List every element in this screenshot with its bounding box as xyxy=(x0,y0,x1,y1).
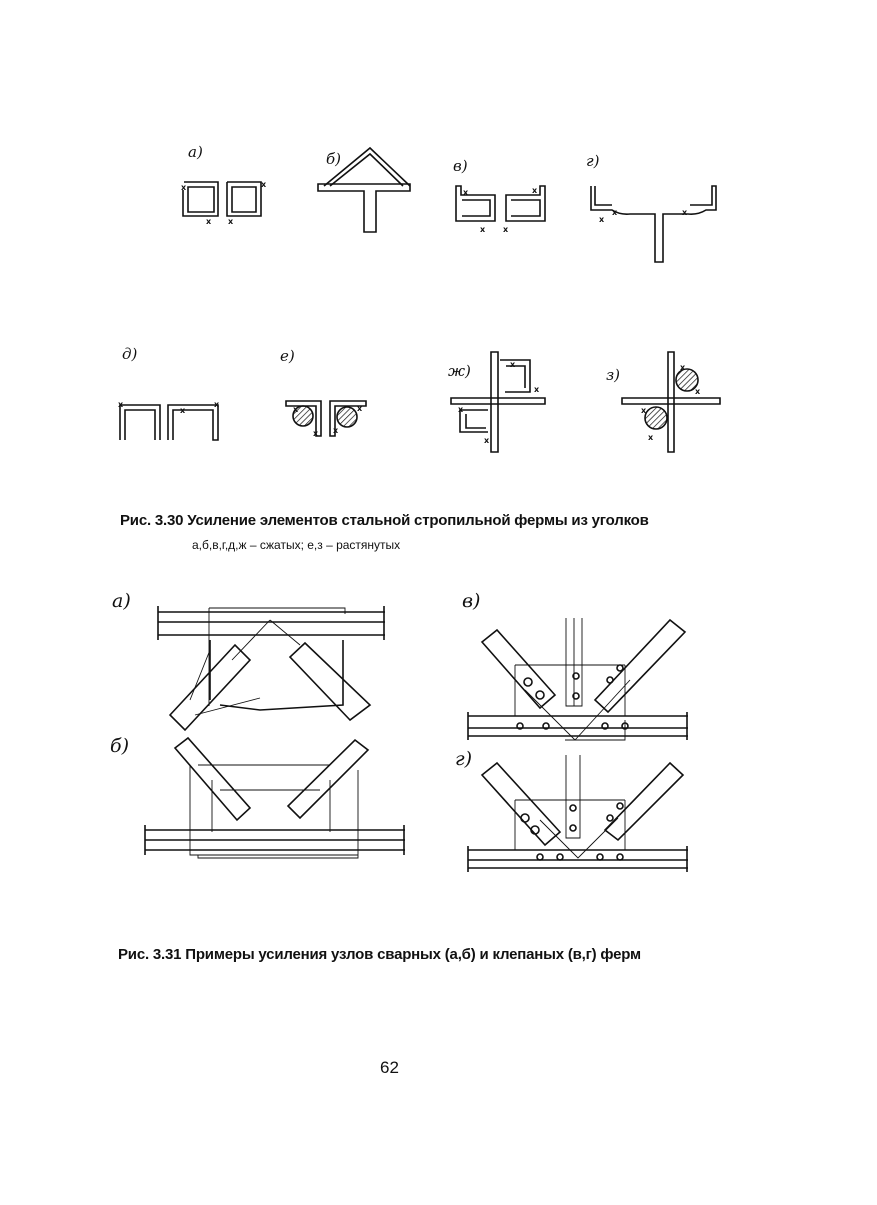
page-number: 62 xyxy=(380,1058,399,1077)
svg-text:x: x xyxy=(118,400,124,409)
node-v-drawing xyxy=(467,618,688,741)
svg-text:x: x xyxy=(180,406,186,415)
svg-text:x: x xyxy=(648,433,654,442)
fig331-label-b: б) xyxy=(110,735,130,757)
fig330-caption: Рис. 3.30 Усиление элементов стальной ст… xyxy=(120,512,649,529)
fig330-label-e: е) xyxy=(280,347,295,365)
fig331-label-v: в) xyxy=(462,590,481,612)
svg-text:x: x xyxy=(599,215,605,224)
svg-text:x: x xyxy=(612,208,618,217)
svg-text:x: x xyxy=(480,225,486,234)
svg-text:x: x xyxy=(261,180,267,189)
svg-text:x: x xyxy=(463,188,469,197)
node-b-drawing xyxy=(144,736,405,859)
section-z-drawing: x x x x xyxy=(621,351,721,453)
svg-text:x: x xyxy=(532,186,538,195)
svg-text:x: x xyxy=(458,405,464,414)
svg-text:x: x xyxy=(680,363,686,372)
svg-text:x: x xyxy=(510,360,516,369)
svg-text:x: x xyxy=(214,400,220,409)
svg-text:x: x xyxy=(641,406,647,415)
fig330-subcaption: а,б,в,г,д,ж – сжатых; е,з – растянутых xyxy=(192,538,401,552)
svg-text:x: x xyxy=(695,387,701,396)
svg-text:x: x xyxy=(293,405,299,414)
svg-text:x: x xyxy=(206,217,212,226)
fig330-label-a: а) xyxy=(188,143,203,161)
section-v-drawing: x x x x xyxy=(455,185,546,234)
svg-text:x: x xyxy=(534,385,540,394)
fig330-label-g: г) xyxy=(586,152,600,170)
section-a-drawing: x x x x xyxy=(181,180,267,226)
fig330-label-v: в) xyxy=(453,157,468,175)
svg-text:x: x xyxy=(313,429,319,438)
svg-text:x: x xyxy=(357,404,363,413)
fig330-label-d: д) xyxy=(122,345,138,363)
section-d-drawing: xxx xyxy=(118,400,220,441)
section-zh-drawing: x x x x xyxy=(450,351,546,453)
fig331-label-a: а) xyxy=(112,590,131,612)
section-b-drawing xyxy=(317,146,411,233)
node-g-drawing xyxy=(467,755,688,872)
section-e-drawing: x x x x xyxy=(285,400,367,438)
svg-text:x: x xyxy=(484,436,490,445)
fig331-label-g: г) xyxy=(455,748,473,770)
svg-text:x: x xyxy=(333,426,339,435)
svg-text:x: x xyxy=(181,183,187,192)
svg-text:x: x xyxy=(228,217,234,226)
fig331-caption: Рис. 3.31 Примеры усиления узлов сварных… xyxy=(118,946,641,963)
fig330-label-b: б) xyxy=(326,150,342,168)
fig330-label-zh: ж) xyxy=(448,362,471,380)
svg-text:x: x xyxy=(503,225,509,234)
fig330-label-z: з) xyxy=(606,366,621,384)
svg-text:x: x xyxy=(682,208,688,217)
node-a-drawing xyxy=(157,606,385,732)
